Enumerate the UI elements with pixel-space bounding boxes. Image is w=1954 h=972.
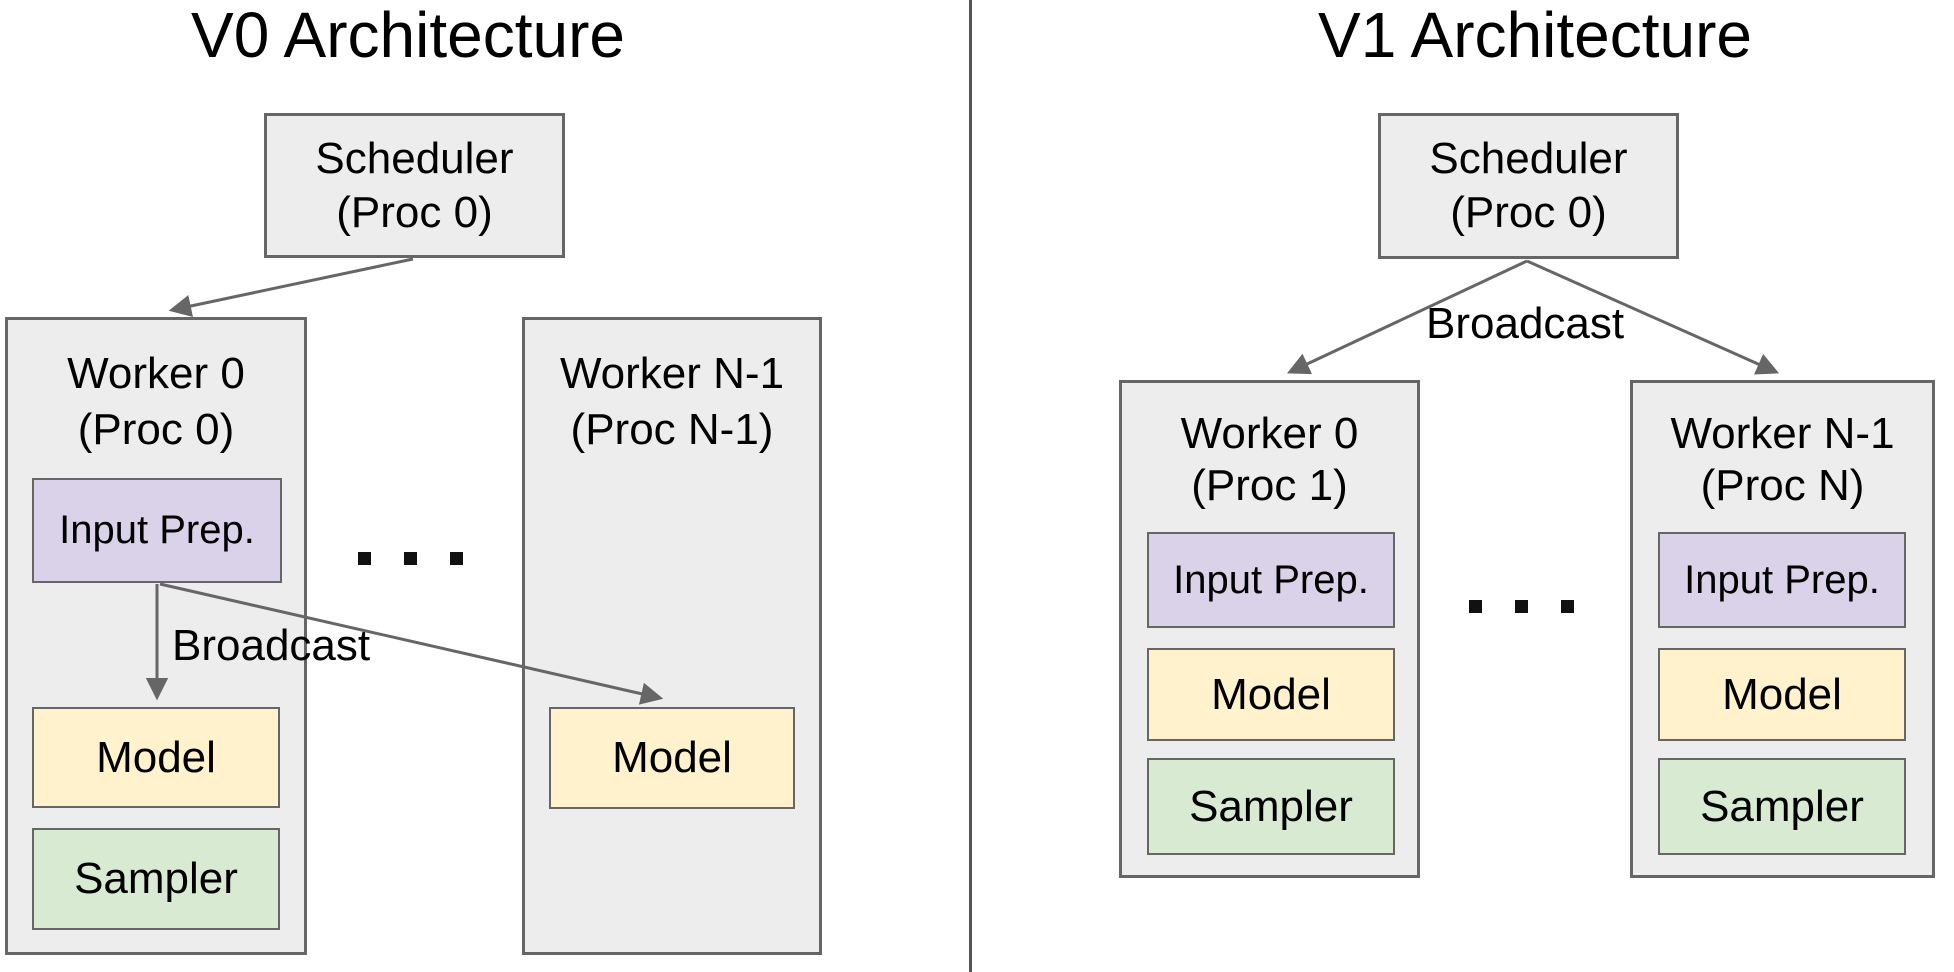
v1-worker-n-proc-label: (Proc N)	[1700, 461, 1865, 510]
v1-worker0-proc-label: (Proc 1)	[1191, 461, 1348, 510]
v1-worker-n-sampler-label: Sampler	[1700, 781, 1864, 831]
v1-worker0-title: Worker 0 (Proc 1)	[1122, 383, 1417, 512]
v1-scheduler-proc-label: (Proc 0)	[1450, 188, 1607, 237]
v0-worker-n-proc-label: (Proc N-1)	[570, 405, 774, 454]
panel-divider-line	[969, 0, 972, 972]
v1-ellipsis-dots	[1469, 600, 1574, 613]
v0-worker0-model-box: Model	[32, 707, 280, 808]
v0-worker0-sampler-label: Sampler	[74, 854, 238, 903]
v1-worker-n-name-label: Worker N-1	[1670, 409, 1895, 458]
v1-worker0-model-label: Model	[1211, 669, 1331, 719]
v0-worker-n-title: Worker N-1 (Proc N-1)	[525, 320, 819, 458]
v1-worker-n-title: Worker N-1 (Proc N)	[1633, 383, 1932, 512]
v1-worker0-input-prep-box: Input Prep.	[1147, 532, 1395, 628]
v1-worker-n-input-prep-label: Input Prep.	[1684, 557, 1880, 602]
v0-ellipsis-dots	[358, 552, 463, 565]
v0-worker0-model-label: Model	[96, 732, 216, 782]
v0-worker0-input-prep-label: Input Prep.	[59, 508, 255, 552]
ellipsis-dot	[450, 552, 463, 565]
v0-scheduler-name-label: Scheduler	[315, 133, 514, 183]
v0-title: V0 Architecture	[191, 0, 625, 71]
v0-worker0-title: Worker 0 (Proc 0)	[8, 320, 304, 458]
v0-broadcast-label: Broadcast	[172, 621, 371, 670]
v0-worker0-input-prep-box: Input Prep.	[32, 478, 282, 583]
ellipsis-dot	[1515, 600, 1528, 613]
ellipsis-dot	[1561, 600, 1574, 613]
v0-scheduler-to-worker0-arrow	[168, 257, 414, 318]
ellipsis-dot	[1469, 600, 1482, 613]
v0-scheduler-box: Scheduler (Proc 0)	[264, 113, 565, 258]
v0-worker-n-model-box: Model	[549, 707, 795, 809]
v0-worker0-sampler-box: Sampler	[32, 828, 280, 930]
v0-scheduler-proc-label: (Proc 0)	[336, 187, 493, 237]
v1-worker0-model-box: Model	[1147, 648, 1395, 741]
v1-worker-n-model-box: Model	[1658, 648, 1906, 741]
v0-worker-n-name-label: Worker N-1	[559, 349, 785, 398]
v1-scheduler-box: Scheduler (Proc 0)	[1378, 113, 1679, 259]
ellipsis-dot	[358, 552, 371, 565]
v1-worker0-input-prep-label: Input Prep.	[1173, 557, 1369, 602]
ellipsis-dot	[404, 552, 417, 565]
v1-worker-n-sampler-box: Sampler	[1658, 758, 1906, 855]
v1-worker0-sampler-box: Sampler	[1147, 758, 1395, 855]
v0-worker0-name-label: Worker 0	[67, 349, 245, 398]
v0-worker-n-model-label: Model	[612, 733, 732, 782]
v1-scheduler-name-label: Scheduler	[1429, 134, 1628, 183]
v1-title: V1 Architecture	[1318, 0, 1752, 71]
v0-worker-n-box: Worker N-1 (Proc N-1)	[522, 317, 822, 955]
v0-worker0-proc-label: (Proc 0)	[77, 405, 235, 454]
v1-worker0-name-label: Worker 0	[1180, 409, 1359, 458]
v1-worker-n-input-prep-box: Input Prep.	[1658, 532, 1906, 628]
v1-worker-n-model-label: Model	[1722, 669, 1842, 719]
v1-worker0-sampler-label: Sampler	[1189, 781, 1353, 831]
v1-broadcast-label: Broadcast	[1426, 299, 1625, 348]
